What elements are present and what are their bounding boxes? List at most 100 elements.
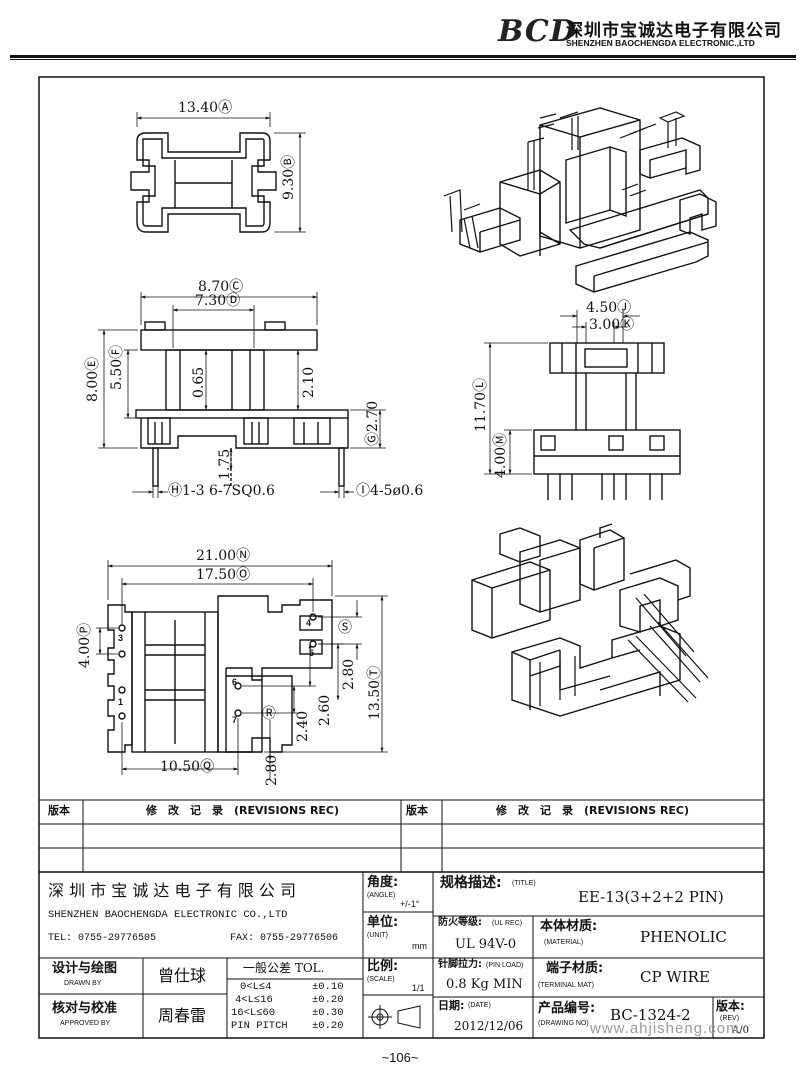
tb-tel: TEL: 0755-29776505 bbox=[48, 933, 157, 944]
tb-terminal-label: 端子材质: bbox=[546, 961, 604, 976]
dim-bot-t: 13.50Ⓣ bbox=[367, 665, 383, 720]
dim-front-f: 5.50Ⓕ bbox=[109, 344, 125, 390]
bottom-view bbox=[107, 595, 333, 753]
tb-unit-label: 单位: bbox=[367, 915, 399, 930]
dim-bot-q: 10.50Ⓠ bbox=[160, 759, 215, 775]
side-view bbox=[533, 342, 681, 500]
tb-tol-range-3: PIN PITCH bbox=[231, 1020, 288, 1032]
pin-label-5: 5 bbox=[309, 648, 315, 658]
dim-front-g: Ⓖ2.70 bbox=[365, 400, 381, 446]
tb-fax: FAX: 0755-29776506 bbox=[230, 933, 339, 944]
tb-unit-en: (UNIT) bbox=[367, 932, 388, 939]
tb-design-val: 曾仕球 bbox=[158, 966, 207, 985]
drawing-border bbox=[38, 76, 765, 1039]
dim-side-l: 11.70Ⓛ bbox=[473, 377, 489, 432]
header: BCD 深圳市宝诚达电子有限公司 SHENZHEN BAOCHENGDA ELE… bbox=[0, 0, 800, 70]
tb-tol-val-1: ±0.20 bbox=[312, 994, 344, 1006]
tb-tol-val-3: ±0.20 bbox=[312, 1020, 344, 1032]
tb-approve-label: 核对与校准 bbox=[52, 1001, 118, 1016]
dim-bot-o: 17.50Ⓞ bbox=[196, 567, 251, 583]
revisions-table bbox=[39, 799, 764, 873]
dim-front-e: 8.00Ⓔ bbox=[85, 356, 101, 402]
tb-tol-val-2: ±0.30 bbox=[312, 1007, 344, 1019]
dim-bot-260: 2.60 bbox=[317, 694, 333, 726]
dim-bot-p: 4.00Ⓟ bbox=[77, 622, 93, 668]
dim-front-210: 2.10 bbox=[301, 366, 317, 398]
tb-company-en: SHENZHEN BAOCHENGDA ELECTRONIC CO.,LTD bbox=[48, 909, 288, 921]
top-dims bbox=[136, 112, 306, 233]
dim-front-h: Ⓗ1-3 6-7SQ0.6 bbox=[168, 483, 275, 499]
tb-date-val: 2012/12/06 bbox=[454, 1019, 524, 1033]
dim-front-i: Ⓘ4-5ø0.6 bbox=[356, 483, 424, 499]
dim-front-065: 0.65 bbox=[191, 366, 207, 398]
tb-pinload-label: 针脚拉力: bbox=[438, 959, 482, 970]
tb-rev-en: (REV) bbox=[720, 1015, 740, 1022]
watermark: www.ahjisheng.com bbox=[590, 1020, 740, 1037]
tb-drawing-en: (DRAWING NO) bbox=[538, 1020, 589, 1027]
rev-col-ver-right: 版本 bbox=[406, 804, 428, 817]
iso-view-top bbox=[459, 107, 717, 293]
tb-angle-label: 角度: bbox=[367, 875, 399, 890]
tb-approve-val: 周春雷 bbox=[158, 1006, 207, 1025]
pin-label-6: 6 bbox=[232, 677, 238, 687]
tb-rev-label: 版本: bbox=[716, 999, 745, 1013]
header-rule-thin bbox=[10, 59, 796, 60]
front-view bbox=[135, 321, 349, 487]
tb-material-val: PHENOLIC bbox=[640, 928, 727, 946]
tb-angle-val: +/-1° bbox=[400, 899, 420, 909]
tb-material-en: (MATERIAL) bbox=[544, 939, 584, 946]
tb-design-en: DRAWN BY bbox=[64, 980, 102, 987]
tb-approve-en: APPROVED BY bbox=[60, 1020, 111, 1027]
tb-terminal-en: (TERMINAL MAT) bbox=[538, 982, 594, 989]
dim-side-k: 3.00Ⓚ bbox=[589, 317, 635, 333]
dim-bot-280b: 2.80 bbox=[264, 754, 280, 786]
tb-pinload-val: 0.8 Kg MIN bbox=[446, 977, 523, 992]
dim-bot-240: 2.40 bbox=[295, 710, 311, 742]
tb-drawing-label: 产品编号: bbox=[538, 1001, 596, 1016]
dim-front-175: 1.75 bbox=[217, 448, 233, 480]
tb-title-en: (TITLE) bbox=[512, 880, 536, 887]
dim-bot-s: Ⓢ bbox=[338, 620, 352, 636]
pin-label-3: 3 bbox=[118, 633, 124, 643]
tb-scale-val: 1/1 bbox=[412, 983, 425, 993]
front-dims bbox=[98, 292, 386, 498]
tb-scale-label: 比例: bbox=[367, 959, 399, 974]
rev-col-rec-left: 修 改 记 录 (REVISIONS REC) bbox=[146, 804, 340, 817]
dim-bot-r: Ⓡ bbox=[262, 706, 276, 722]
page-number: ~106~ bbox=[381, 1050, 419, 1065]
company-name-en: SHENZHEN BAOCHENGDA ELECTRONIC.,LTD bbox=[566, 38, 755, 48]
dim-bot-n: 21.00Ⓝ bbox=[196, 548, 251, 564]
dim-top-height: 9.30Ⓑ bbox=[281, 154, 297, 200]
dim-side-j: 4.50Ⓙ bbox=[586, 300, 632, 316]
tb-company-cn: 深 圳 市 宝 诚 达 电 子 有 限 公 司 bbox=[48, 881, 296, 900]
tb-ul-en: (UL REC) bbox=[492, 920, 523, 927]
pin-label-4: 4 bbox=[306, 618, 312, 628]
tb-pinload-en: (PIN LOAD) bbox=[486, 962, 524, 969]
dim-bot-280a: 2.80 bbox=[341, 658, 357, 690]
dim-side-m: 4.00Ⓜ bbox=[493, 432, 509, 478]
iso-view-bottom bbox=[471, 523, 691, 717]
company-logo: BCD bbox=[498, 14, 577, 49]
title-block-grid bbox=[39, 872, 764, 1038]
tb-terminal-val: CP WIRE bbox=[640, 968, 710, 986]
pin-label-1: 1 bbox=[118, 697, 124, 707]
tb-tol-range-2: 16<L≤60 bbox=[231, 1007, 276, 1019]
company-name-cn: 深圳市宝诚达电子有限公司 bbox=[566, 21, 782, 41]
pin-label-7: 7 bbox=[232, 715, 238, 725]
dim-top-width: 13.40Ⓐ bbox=[178, 100, 233, 116]
tb-scale-en: (SCALE) bbox=[367, 976, 395, 983]
rev-col-rec-right: 修 改 记 录 (REVISIONS REC) bbox=[496, 804, 690, 817]
tb-design-label: 设计与绘图 bbox=[52, 961, 118, 976]
iso-pins-top bbox=[443, 111, 686, 249]
tb-tol-label: 一般公差 TOL. bbox=[243, 961, 325, 975]
rev-col-ver-left: 版本 bbox=[48, 804, 70, 817]
tb-tol-range-0: 0<L≤4 bbox=[240, 981, 272, 993]
tb-date-en: (DATE) bbox=[468, 1002, 491, 1009]
tb-date-label: 日期: bbox=[438, 999, 465, 1012]
iso-pins-bottom bbox=[539, 593, 709, 706]
tb-rev-val: A/0 bbox=[732, 1025, 749, 1036]
tb-title-label: 规格描述: bbox=[440, 875, 502, 891]
dim-front-d: 7.30Ⓓ bbox=[195, 293, 241, 309]
tb-unit-val: mm bbox=[412, 941, 427, 951]
